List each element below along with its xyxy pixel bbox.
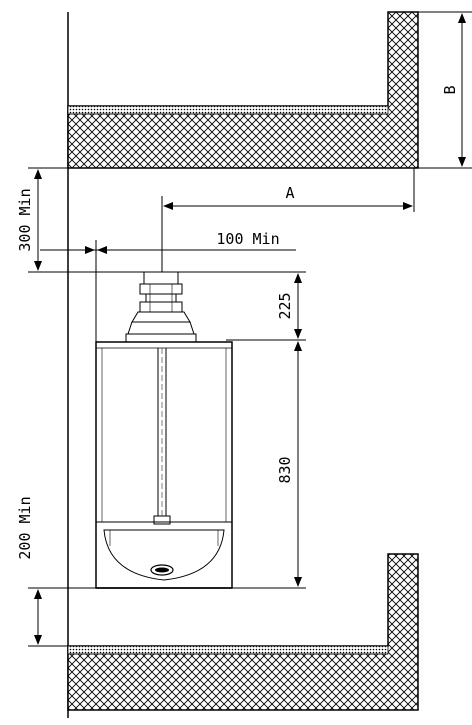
dimension-a: A — [161, 168, 415, 272]
dimension-830: 830 — [232, 341, 306, 589]
dimension-100-min: 100 Min — [40, 230, 296, 342]
top-wall-block — [67, 11, 419, 169]
dimension-225: 225 — [176, 271, 306, 341]
dim-300-min-label: 300 Min — [16, 188, 34, 251]
dim-100-min-label: 100 Min — [216, 230, 279, 248]
top-wall-surface-strip — [67, 105, 389, 115]
dimension-200-min: 200 Min — [16, 496, 96, 647]
flue-adapter — [125, 271, 197, 343]
bottom-wall-block — [67, 553, 419, 711]
dim-a-label: A — [285, 184, 294, 202]
dim-200-min-label: 200 Min — [16, 496, 34, 559]
dimension-b: B — [418, 11, 472, 169]
boiler-front-panel — [103, 529, 225, 581]
boiler-unit — [95, 341, 233, 589]
dim-225-label: 225 — [276, 292, 294, 319]
dim-830-label: 830 — [276, 456, 294, 483]
bottom-wall-surface-strip — [67, 645, 389, 655]
dimension-300-min: 300 Min — [16, 167, 150, 273]
dim-b-label: B — [441, 85, 459, 94]
